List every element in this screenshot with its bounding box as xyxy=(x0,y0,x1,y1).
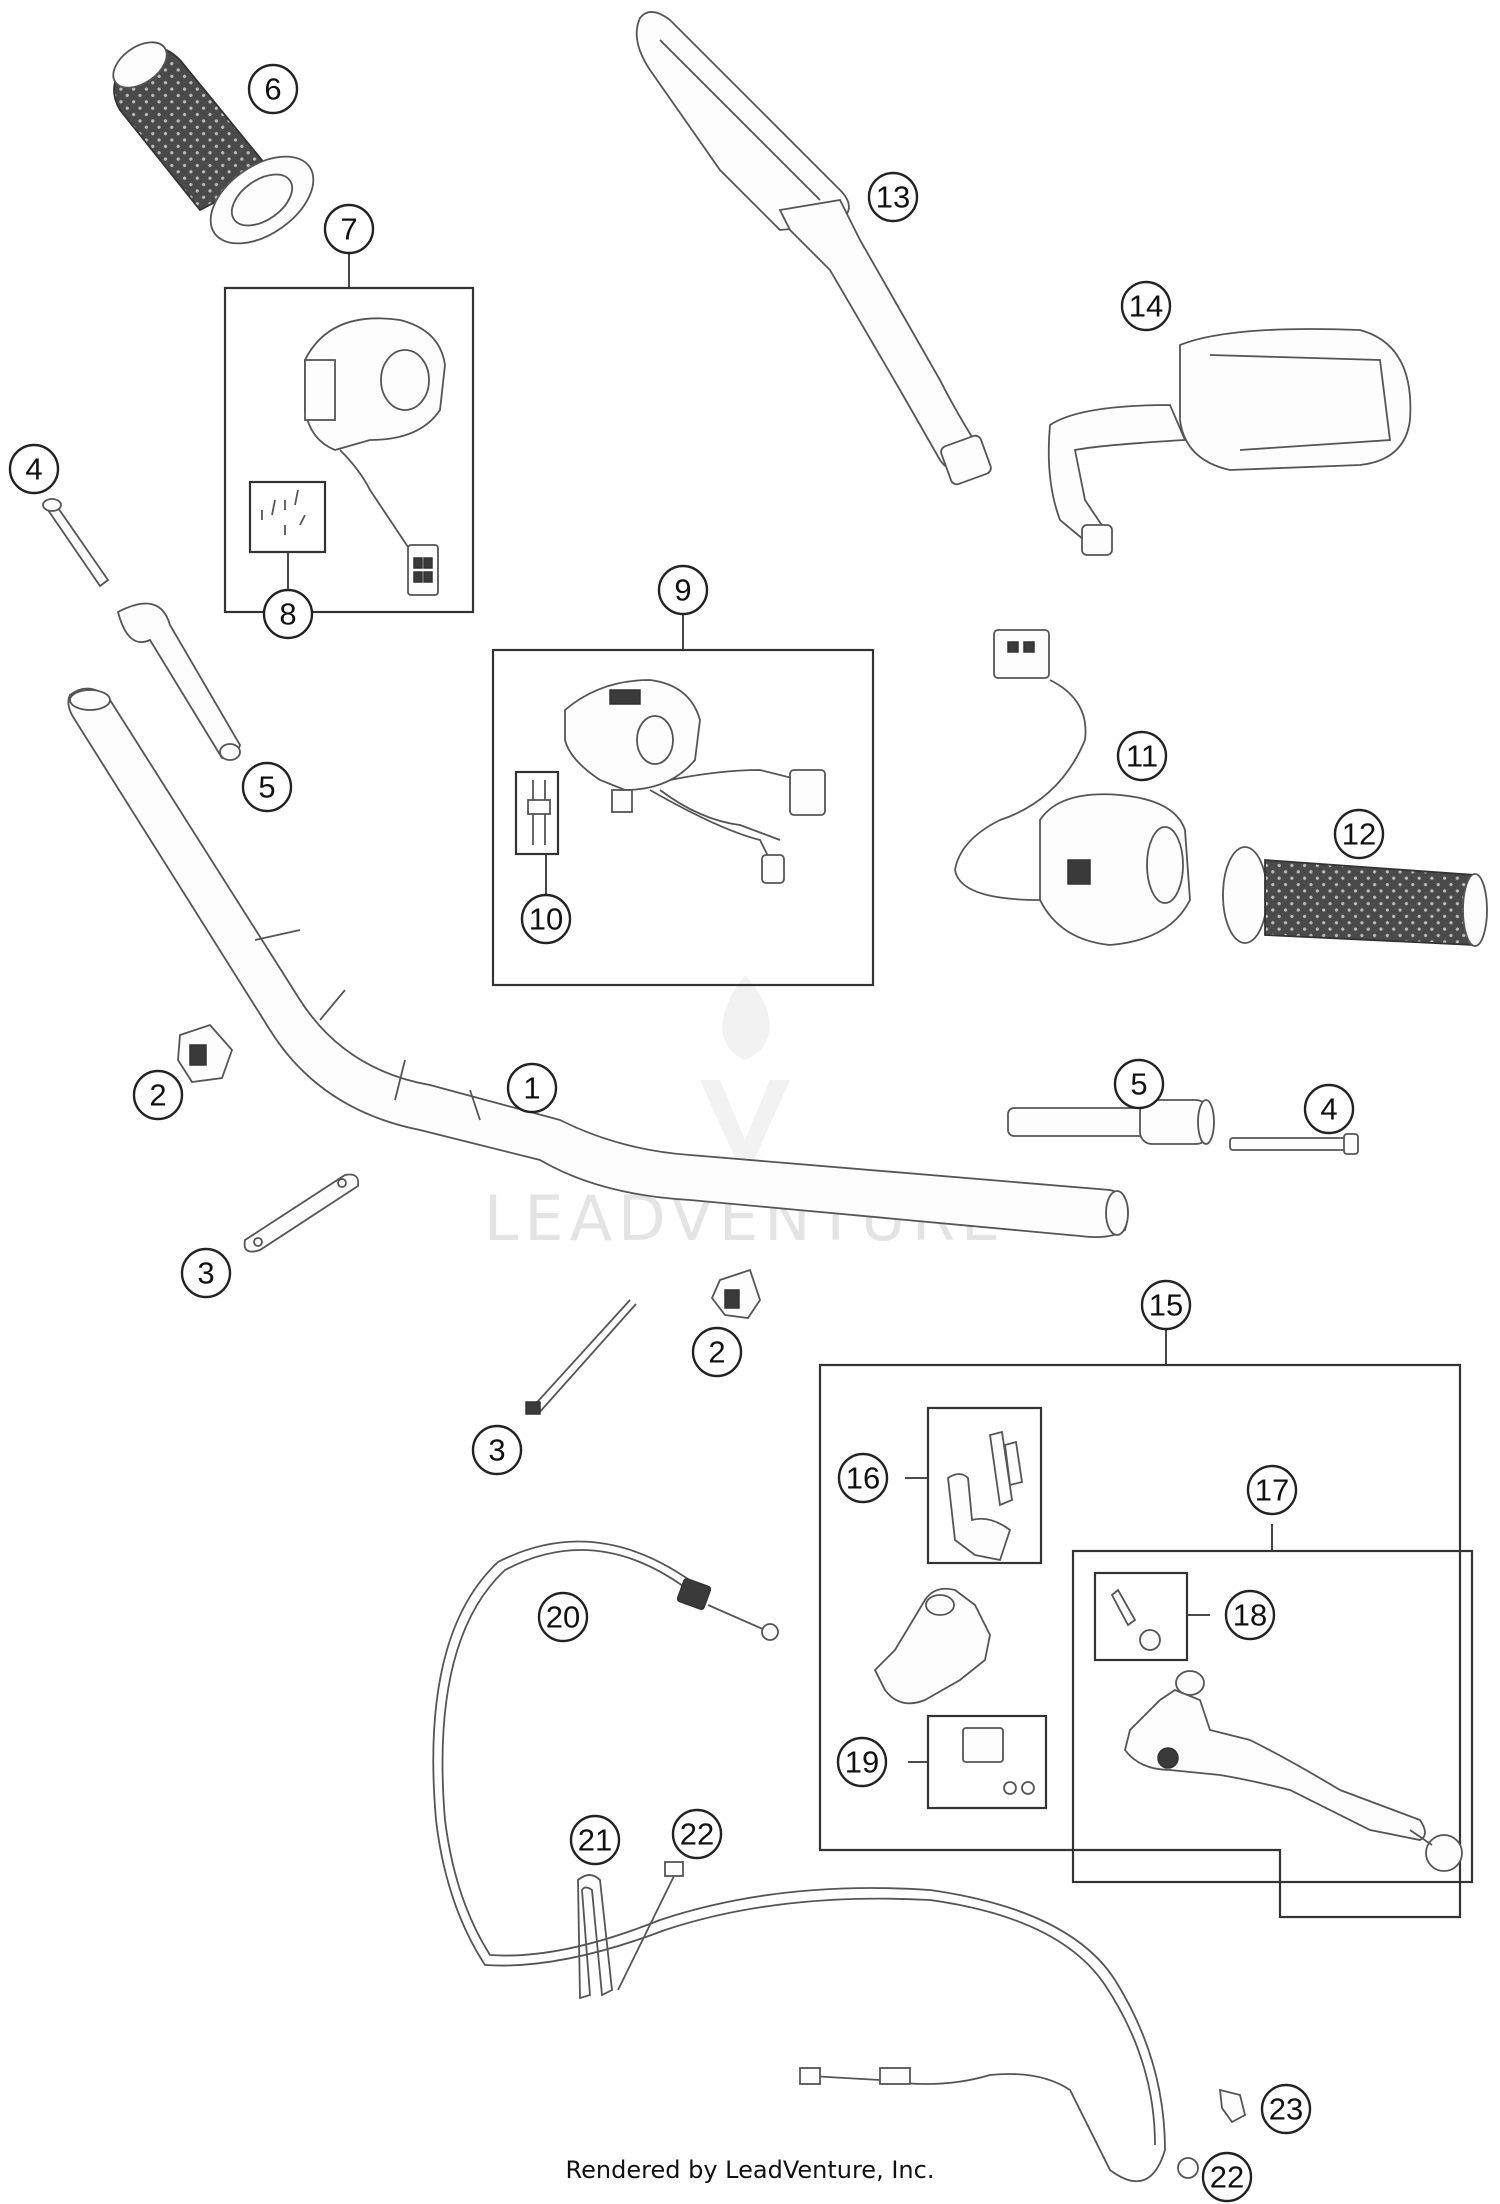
svg-text:22: 22 xyxy=(1210,2160,1244,2195)
lever-bracket xyxy=(873,1587,991,1705)
group-box-15 xyxy=(818,1363,1462,1919)
handlebar-clamp-right xyxy=(710,1268,761,1319)
callout-11: 11 xyxy=(1116,730,1168,782)
svg-text:21: 21 xyxy=(578,1823,612,1858)
svg-text:2: 2 xyxy=(708,1335,725,1370)
clutch-cable xyxy=(432,1540,1166,2183)
svg-text:4: 4 xyxy=(1320,1092,1337,1127)
svg-text:19: 19 xyxy=(845,1745,879,1780)
cable-guide-21 xyxy=(577,1874,613,2000)
handlebar-clamp-left xyxy=(177,1023,234,1083)
callout-15: 15 xyxy=(1140,1279,1192,1331)
group-box-16 xyxy=(926,1406,1043,1565)
callout-23: 23 xyxy=(1260,2083,1312,2135)
callout-13: 13 xyxy=(867,171,919,223)
group-box-18 xyxy=(1093,1571,1189,1662)
svg-text:22: 22 xyxy=(680,1817,714,1852)
bolt-set-10 xyxy=(527,780,551,845)
svg-text:7: 7 xyxy=(340,212,357,247)
callout-18: 18 xyxy=(1224,1589,1276,1641)
callout-10: 10 xyxy=(520,893,572,945)
svg-text:5: 5 xyxy=(258,770,275,805)
bar-end-bolt-right xyxy=(1229,1133,1359,1155)
callout-8: 8 xyxy=(262,588,314,640)
mirror-right xyxy=(1047,328,1412,556)
right-switch-unit xyxy=(564,679,826,884)
callout-6: 6 xyxy=(247,63,299,115)
svg-text:8: 8 xyxy=(279,597,296,632)
bar-end-bolt-left xyxy=(42,498,110,588)
svg-text:5: 5 xyxy=(1130,1067,1147,1102)
clutch-lever xyxy=(1124,1670,1463,1872)
svg-text:17: 17 xyxy=(1255,1473,1289,1508)
callout-5a: 5 xyxy=(241,761,293,813)
callout-22a: 22 xyxy=(671,1808,723,1860)
cable-tie-right xyxy=(525,1299,637,1415)
callout-2a: 2 xyxy=(132,1069,184,1121)
svg-text:4: 4 xyxy=(25,452,42,487)
nut-22 xyxy=(1177,2157,1199,2179)
bar-end-weight-right xyxy=(1007,1099,1215,1145)
svg-text:16: 16 xyxy=(846,1461,880,1496)
clamp-set-16 xyxy=(947,1430,1024,1562)
grip-left xyxy=(112,41,315,245)
callout-4b: 4 xyxy=(1303,1083,1355,1135)
callout-3a: 3 xyxy=(180,1247,232,1299)
callout-7: 7 xyxy=(323,203,375,255)
callout-12: 12 xyxy=(1333,808,1385,860)
callout-5b: 5 xyxy=(1113,1058,1165,1110)
callout-21: 21 xyxy=(569,1814,621,1866)
callout-19: 19 xyxy=(836,1736,888,1788)
callout-20: 20 xyxy=(537,1591,589,1643)
mirror-left xyxy=(635,11,992,486)
svg-text:14: 14 xyxy=(1129,289,1163,324)
callout-17: 17 xyxy=(1246,1464,1298,1516)
callout-1: 1 xyxy=(506,1062,558,1114)
handlebar xyxy=(67,687,1129,1239)
svg-text:9: 9 xyxy=(674,573,691,608)
callout-9: 9 xyxy=(657,564,709,616)
watermark-logo xyxy=(700,975,790,1180)
svg-text:13: 13 xyxy=(876,180,910,215)
svg-text:12: 12 xyxy=(1342,817,1376,852)
footer-credit: Rendered by LeadVenture, Inc. xyxy=(565,2156,935,2184)
screw-set-8 xyxy=(261,489,306,535)
svg-text:11: 11 xyxy=(1126,739,1158,774)
adjuster-set-18 xyxy=(1110,1588,1161,1651)
svg-text:3: 3 xyxy=(197,1256,214,1291)
svg-text:20: 20 xyxy=(546,1600,580,1635)
svg-text:6: 6 xyxy=(264,72,281,107)
svg-text:10: 10 xyxy=(529,902,563,937)
svg-text:1: 1 xyxy=(523,1071,540,1106)
svg-text:23: 23 xyxy=(1269,2092,1303,2127)
callout-14: 14 xyxy=(1120,280,1172,332)
cable-tie-22 xyxy=(617,1861,684,1991)
callout-2b: 2 xyxy=(691,1326,743,1378)
callout-22b: 22 xyxy=(1201,2151,1253,2203)
bar-end-weight-left xyxy=(116,602,241,761)
screw-23 xyxy=(1218,2088,1247,2124)
clamp-set-19 xyxy=(962,1727,1035,1795)
left-switch-unit xyxy=(304,317,446,596)
callout-4a: 4 xyxy=(8,443,60,495)
cable-tie-left xyxy=(243,1173,360,1253)
svg-text:3: 3 xyxy=(488,1433,505,1468)
grip-right xyxy=(1222,846,1488,947)
svg-text:18: 18 xyxy=(1233,1598,1267,1633)
callout-16: 16 xyxy=(837,1452,889,1504)
group-box-10 xyxy=(514,770,560,856)
callout-3b: 3 xyxy=(471,1424,523,1476)
svg-text:15: 15 xyxy=(1149,1288,1183,1323)
svg-text:2: 2 xyxy=(149,1078,166,1113)
switch-right xyxy=(954,629,1191,946)
